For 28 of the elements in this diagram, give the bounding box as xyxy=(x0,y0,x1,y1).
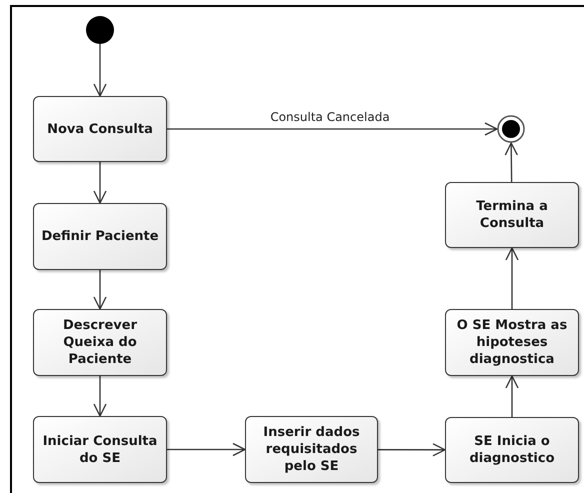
activity-box xyxy=(33,203,167,270)
activity-text: Termina a Consulta xyxy=(475,198,549,232)
final-node xyxy=(497,115,525,143)
activity-text: Definir Paciente xyxy=(40,228,160,245)
activity-text: O SE Mostra as hipoteses diagnostica xyxy=(456,317,568,368)
arrow xyxy=(93,162,107,204)
activity-box xyxy=(33,96,167,162)
activity-box xyxy=(445,182,579,248)
activity-box xyxy=(245,416,378,483)
activity-text: Iniciar Consulta do SE xyxy=(42,432,158,466)
activity-box xyxy=(445,309,579,376)
arrow xyxy=(504,142,518,182)
arrow xyxy=(93,376,107,417)
activity-box xyxy=(445,417,579,483)
activity-box xyxy=(33,416,167,483)
activity-box xyxy=(33,309,167,376)
arrow xyxy=(167,122,498,136)
arrow xyxy=(167,442,246,456)
arrow xyxy=(378,443,446,456)
activity-text: Inserir dados requisitados pelo SE xyxy=(262,424,361,475)
activity-text: SE Inicia o diagnostico xyxy=(468,433,556,467)
arrow xyxy=(505,375,519,417)
arrow xyxy=(93,44,107,97)
activity-text: Nova Consulta xyxy=(46,120,154,138)
initial-node xyxy=(86,16,114,44)
activity-text: Descrever Queixa do Paciente xyxy=(62,317,138,368)
arrow xyxy=(93,270,107,310)
arrow xyxy=(505,247,519,309)
